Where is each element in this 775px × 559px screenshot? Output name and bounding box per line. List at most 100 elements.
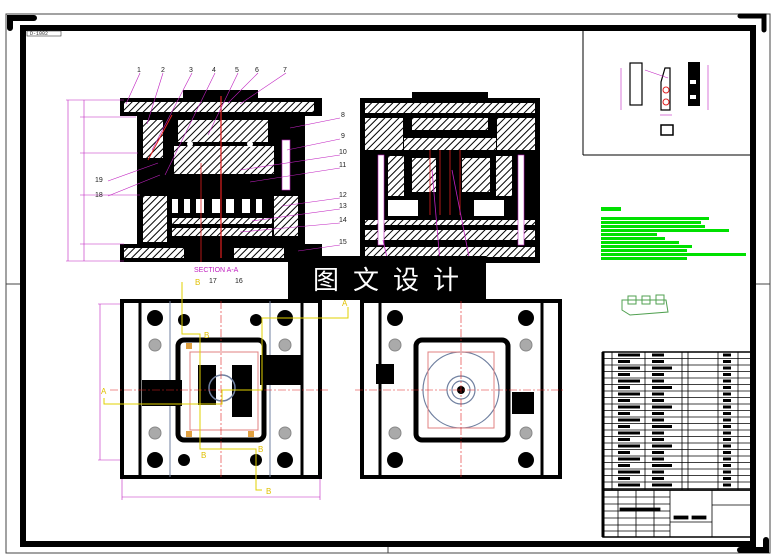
part-number: 4 [212, 67, 216, 74]
bom-cell-text [652, 483, 672, 487]
dimension-lines [66, 99, 321, 500]
part-number: 9 [341, 133, 345, 140]
bom-cell-text [723, 425, 731, 428]
section-marker-b: B [266, 487, 271, 496]
bom-cell-text [652, 392, 664, 396]
bom-cell-text [652, 366, 672, 370]
bom-cell-text [618, 483, 640, 487]
bom-cell-text [618, 438, 630, 441]
drawing-frame [5, 13, 771, 554]
section-view-right [360, 92, 540, 263]
section-view-left [120, 90, 322, 262]
bom-cell-text [618, 373, 630, 376]
bom-cell-text [618, 451, 630, 454]
bom-cell-text [652, 353, 664, 357]
watermark: 图文设计 [288, 256, 486, 300]
bom-cell-text [652, 418, 664, 422]
bom-cell-text [652, 360, 664, 363]
bom-cell-text [652, 451, 664, 454]
bom-cell-text [723, 360, 731, 363]
section-marker-b: B [195, 278, 200, 287]
bom-cell-text [618, 366, 640, 370]
part-number: 12 [339, 192, 347, 199]
bom-cell-text [723, 366, 731, 370]
watermark-text: 图文设计 [313, 266, 473, 296]
title-block [602, 489, 752, 538]
bom-cell-text [652, 477, 664, 480]
bom-cell-text [618, 353, 640, 357]
part-number: 8 [341, 112, 345, 119]
part-number: 2 [161, 67, 165, 74]
section-title: SECTION A-A [194, 267, 239, 274]
bom-cell-text [723, 399, 731, 402]
bom-cell-text [723, 470, 731, 474]
bill-of-materials-table [601, 351, 752, 537]
bom-cell-text [618, 386, 630, 389]
bom-cell-text [618, 464, 630, 467]
drawing-code: D-1002 [30, 31, 48, 37]
bom-cell-text [723, 438, 731, 441]
bom-cell-text [618, 444, 640, 448]
bom-cell-text [723, 444, 731, 448]
bom-cell-text [618, 457, 640, 461]
bom-cell-text [652, 386, 672, 389]
bom-cell-text [723, 379, 731, 383]
part-3d-sketch [621, 294, 669, 316]
bom-cell-text [723, 373, 731, 376]
bom-cell-text [618, 392, 640, 396]
bom-cell-text [652, 379, 664, 383]
bom-cell-text [723, 431, 731, 435]
part-number: 18 [95, 192, 103, 199]
bom-cell-text [723, 386, 731, 389]
section-marker-b: B [201, 451, 206, 460]
section-marker-b: B [258, 445, 263, 454]
part-detail-views [620, 62, 709, 136]
technical-notes [601, 207, 746, 260]
part-number: 17 [209, 278, 217, 285]
bom-cell-text [618, 360, 630, 363]
section-markers: A A B B B B B [101, 278, 348, 496]
bom-cell-text [723, 451, 731, 454]
part-number: 3 [189, 67, 193, 74]
section-marker-b: B [204, 331, 209, 340]
bom-cell-text [652, 464, 672, 467]
bom-cell-text [723, 483, 731, 487]
section-marker-a: A [342, 299, 348, 308]
part-number: 15 [339, 239, 347, 246]
bom-cell-text [723, 418, 731, 422]
bom-cell-text [723, 392, 731, 396]
part-number: 19 [95, 177, 103, 184]
part-number: 10 [339, 149, 347, 156]
bom-cell-text [652, 438, 664, 441]
bom-cell-text [618, 470, 640, 474]
bom-cell-text [618, 379, 640, 383]
bom-cell-text [723, 477, 731, 480]
part-number: 11 [339, 162, 346, 169]
section-marker-a: A [101, 387, 107, 396]
part-numbers: 1 2 3 4 5 6 7 8 9 10 11 12 13 14 15 19 1… [95, 67, 347, 285]
bom-cell-text [652, 444, 672, 448]
bom-cell-text [652, 412, 664, 415]
bom-cell-text [618, 405, 640, 409]
part-number: 5 [235, 67, 239, 74]
bom-cell-text [618, 477, 630, 480]
plan-view-right [355, 299, 565, 479]
bom-cell-text [723, 353, 731, 357]
bom-cell-text [618, 418, 640, 422]
bom-cell-text [723, 412, 731, 415]
part-number: 1 [137, 67, 141, 74]
bom-cell-text [723, 464, 731, 467]
bom-cell-text [618, 431, 640, 435]
bom-cell-text [618, 399, 630, 402]
bom-cell-text [652, 425, 672, 428]
plan-view-left [103, 282, 349, 491]
bom-cell-text [652, 431, 664, 435]
bom-cell-text [652, 373, 664, 376]
part-number: 6 [255, 67, 259, 74]
bom-cell-text [652, 399, 664, 402]
part-number: 7 [283, 67, 287, 74]
part-number: 16 [235, 278, 243, 285]
leader-lines [107, 72, 341, 252]
bom-cell-text [618, 425, 630, 428]
